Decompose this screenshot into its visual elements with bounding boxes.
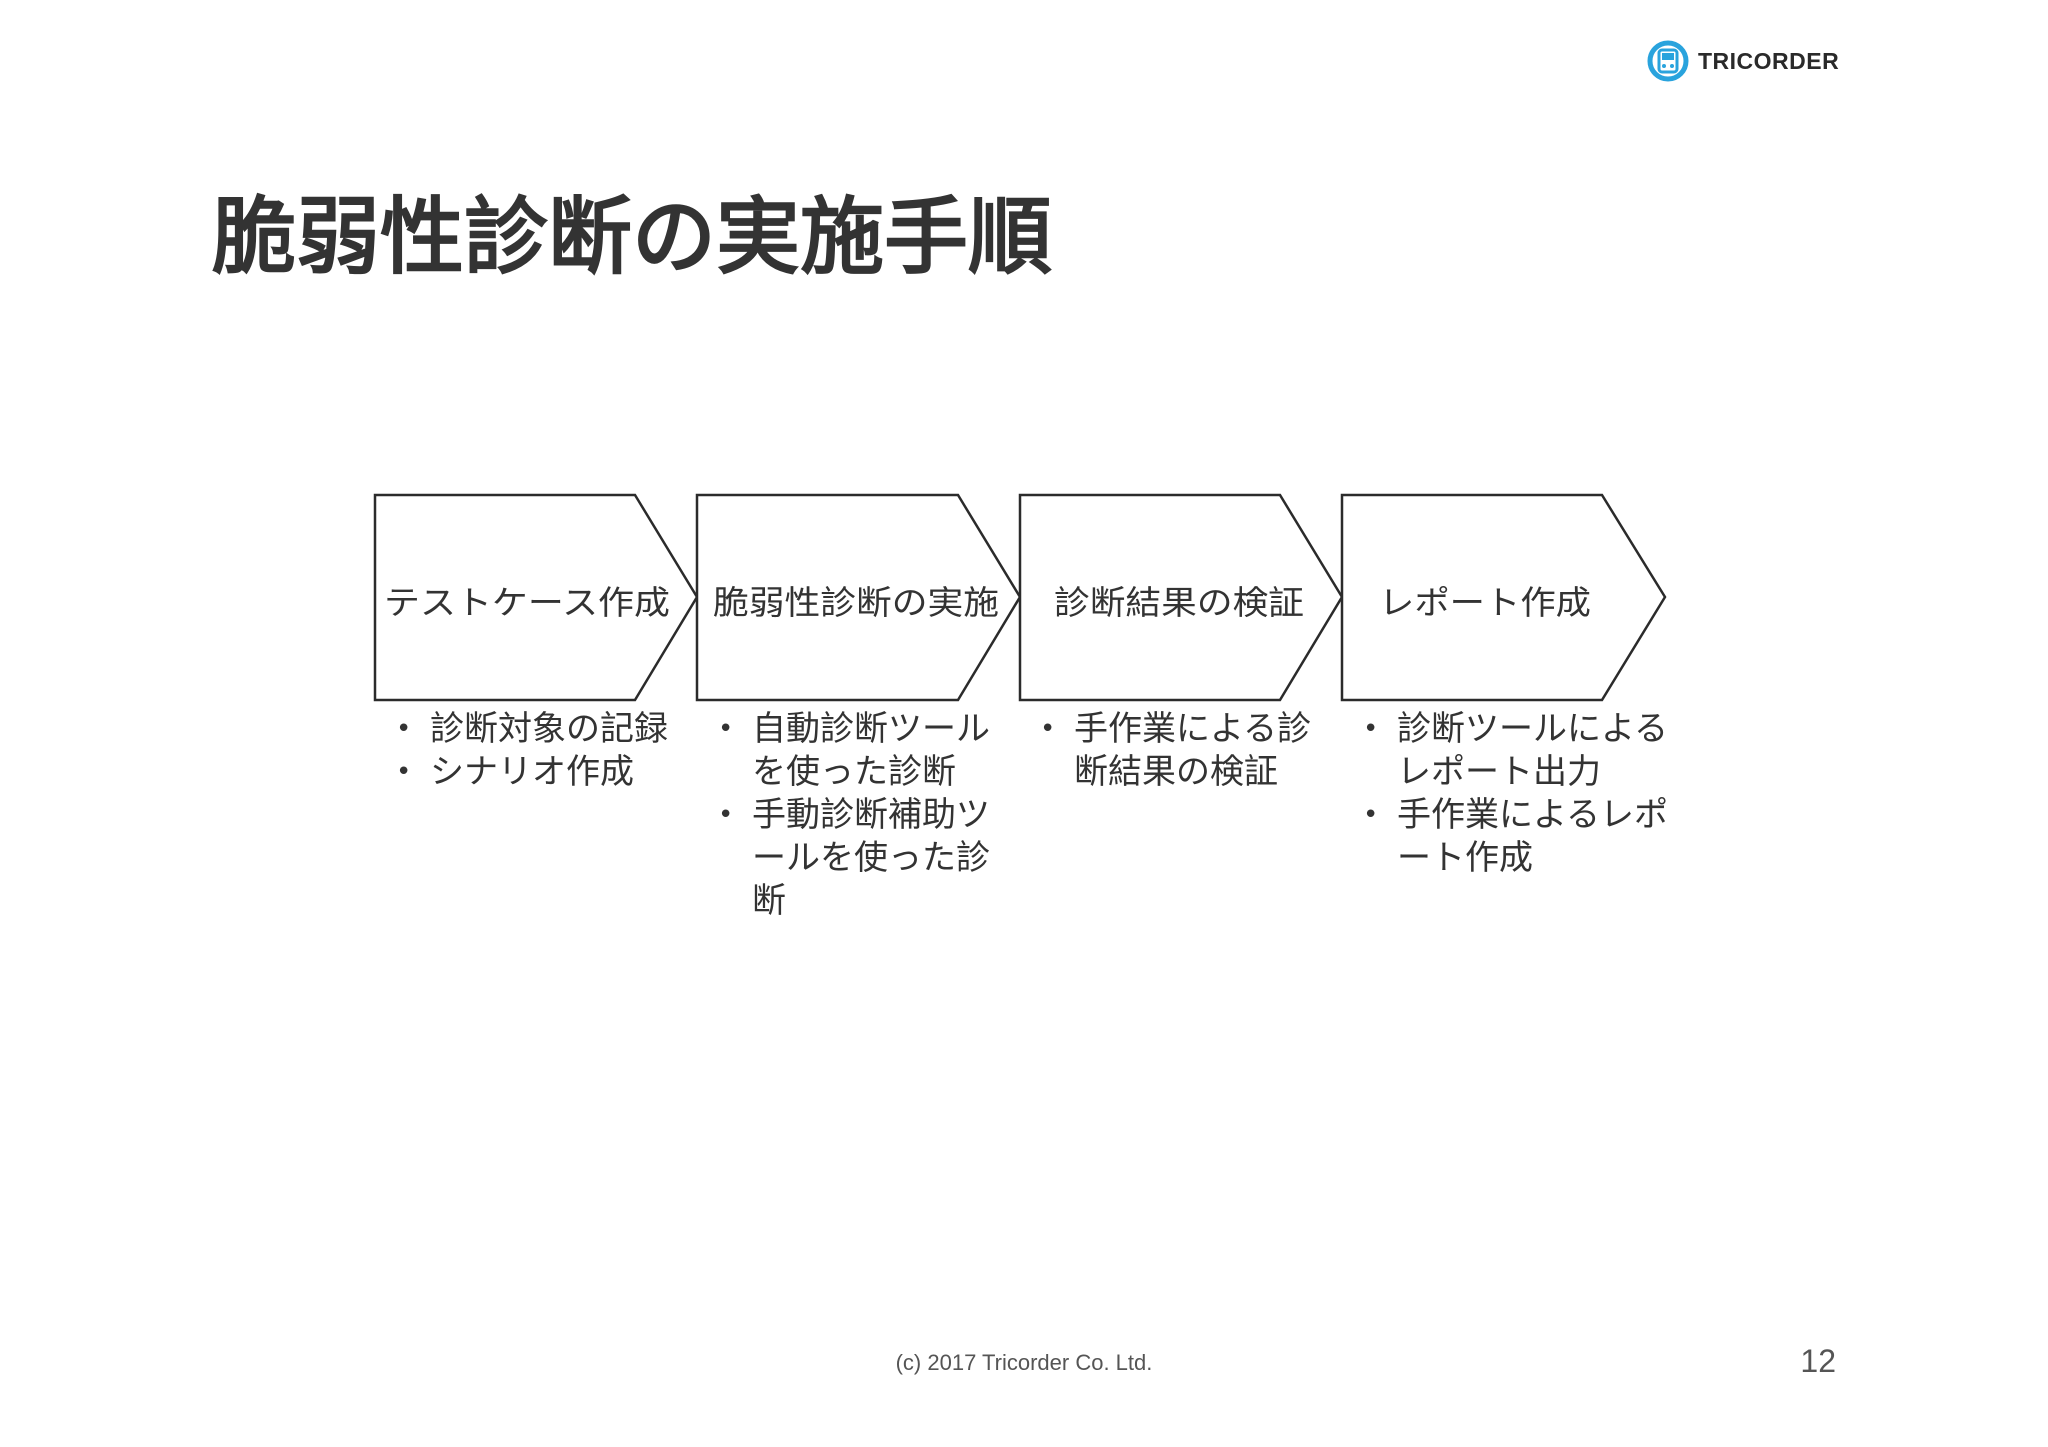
tricorder-logo-icon <box>1647 40 1689 82</box>
page-title: 脆弱性診断の実施手順 <box>212 188 1053 286</box>
step-1-note: 診断対象の記録 <box>394 708 694 751</box>
page-number: 12 <box>1800 1343 1836 1379</box>
step-4-note: 診断ツールによるレポート出力 <box>1361 708 1671 794</box>
step-1: テストケース作成 <box>373 493 699 702</box>
step-3-chevron <box>1018 493 1344 702</box>
step-2: 脆弱性診断の実施 <box>695 493 1022 702</box>
step-4: レポート作成 <box>1340 493 1667 702</box>
step-4-label: レポート作成 <box>1379 583 1591 622</box>
step-1-label: テストケース作成 <box>384 583 670 622</box>
step-1-note: シナリオ作成 <box>394 751 694 794</box>
step-1-chevron <box>373 493 699 702</box>
logo-text: TRICORDER <box>1698 47 1840 74</box>
step-2-chevron <box>695 493 1022 702</box>
step-3-note: 手作業による診断結果の検証 <box>1038 708 1338 794</box>
step-3: 診断結果の検証 <box>1018 493 1344 702</box>
step-2-label: 脆弱性診断の実施 <box>713 583 999 622</box>
brand-logo: TRICORDER <box>1646 40 1839 82</box>
step-4-chevron <box>1340 493 1667 702</box>
step-3-notes: 手作業による診断結果の検証 <box>1038 708 1338 794</box>
step-2-notes: 自動診断ツールを使った診断 手動診断補助ツールを使った診断 <box>716 708 1006 923</box>
copyright-footer: (c) 2017 Tricorder Co. Ltd. <box>895 1350 1153 1375</box>
step-4-notes: 診断ツールによるレポート出力 手作業によるレポート作成 <box>1361 708 1671 880</box>
step-1-notes: 診断対象の記録 シナリオ作成 <box>394 708 694 794</box>
step-2-note: 手動診断補助ツールを使った診断 <box>716 794 1006 923</box>
step-2-note: 自動診断ツールを使った診断 <box>716 708 1006 794</box>
step-4-note: 手作業によるレポート作成 <box>1361 794 1671 880</box>
step-3-label: 診断結果の検証 <box>1054 583 1304 622</box>
